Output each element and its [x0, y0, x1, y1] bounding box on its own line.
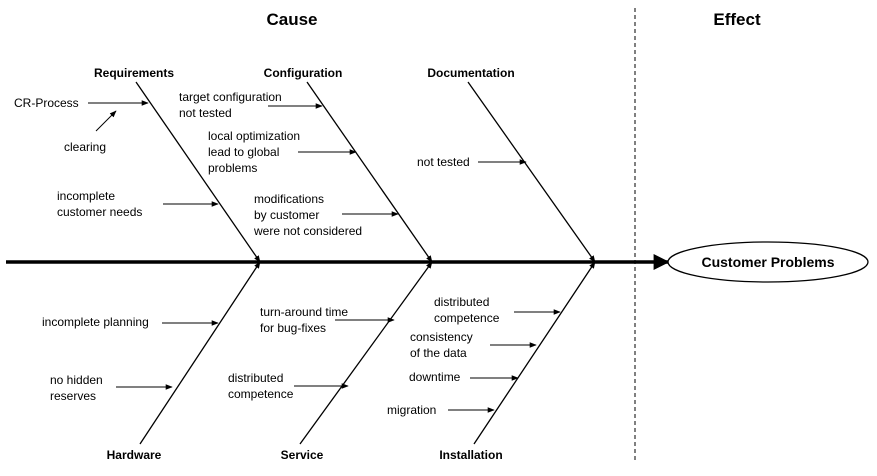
cause-label: distributed competence — [228, 371, 294, 401]
cause-label: incomplete customer needs — [57, 189, 142, 219]
cause-label: target configuration not tested — [179, 90, 282, 120]
cause-label-line: incomplete — [57, 189, 115, 203]
cause-label-line: not tested — [179, 106, 232, 120]
cause-label: not tested — [417, 155, 470, 169]
cause-arrow — [95, 110, 117, 132]
cause-label: local optimization lead to global problems — [208, 129, 300, 175]
bone-hardware — [139, 261, 261, 445]
bone-requirements — [135, 81, 261, 263]
cause-label-line: target configuration — [179, 90, 282, 104]
effect-ellipse — [667, 241, 869, 283]
cause-label-line: reserves — [50, 389, 96, 403]
effect-label: Customer Problems — [701, 254, 834, 270]
cause-label-line: incomplete planning — [42, 315, 149, 329]
cause-label: clearing — [64, 140, 106, 154]
cause-label-line: local optimization — [208, 129, 300, 143]
cause-label-line: modifications — [254, 192, 324, 206]
cause-label-line: customer needs — [57, 205, 142, 219]
cause-label-line: downtime — [409, 370, 461, 384]
category-documentation: Documentation — [427, 66, 514, 80]
cause-header: Cause — [266, 10, 317, 29]
cause-label-line: of the data — [410, 346, 467, 360]
cause-label-line: migration — [387, 403, 436, 417]
category-service: Service — [281, 448, 324, 462]
cause-label-line: distributed — [434, 295, 489, 309]
category-requirements: Requirements — [94, 66, 174, 80]
bone-configuration — [306, 81, 433, 263]
cause-label: migration — [387, 403, 436, 417]
cause-label-line: problems — [208, 161, 257, 175]
cause-label: distributed competence — [434, 295, 500, 325]
bone-service — [299, 261, 433, 445]
cause-label-line: competence — [434, 311, 500, 325]
cause-label-line: no hidden — [50, 373, 103, 387]
effect-header: Effect — [713, 10, 761, 29]
cause-label: consistency of the data — [410, 330, 473, 360]
cause-label-line: CR-Process — [14, 96, 79, 110]
category-hardware: Hardware — [107, 448, 162, 462]
cause-label-line: for bug-fixes — [260, 321, 326, 335]
cause-label: no hidden reserves — [50, 373, 103, 403]
cause-label-line: distributed — [228, 371, 283, 385]
cause-label-line: by customer — [254, 208, 319, 222]
bone-installation — [473, 261, 596, 445]
cause-label-line: turn-around time — [260, 305, 348, 319]
cause-label-line: were not considered — [253, 224, 362, 238]
cause-label: downtime — [409, 370, 461, 384]
cause-label-line: lead to global — [208, 145, 279, 159]
category-installation: Installation — [439, 448, 502, 462]
cause-label-line: competence — [228, 387, 294, 401]
cause-label: modifications by customer were not conside… — [253, 192, 362, 238]
cause-label: CR-Process — [14, 96, 79, 110]
cause-label-line: clearing — [64, 140, 106, 154]
cause-label-line: not tested — [417, 155, 470, 169]
bone-documentation — [467, 81, 596, 263]
cause-label: turn-around time for bug-fixes — [260, 305, 348, 335]
category-configuration: Configuration — [264, 66, 343, 80]
cause-label-line: consistency — [410, 330, 473, 344]
cause-label: incomplete planning — [42, 315, 149, 329]
